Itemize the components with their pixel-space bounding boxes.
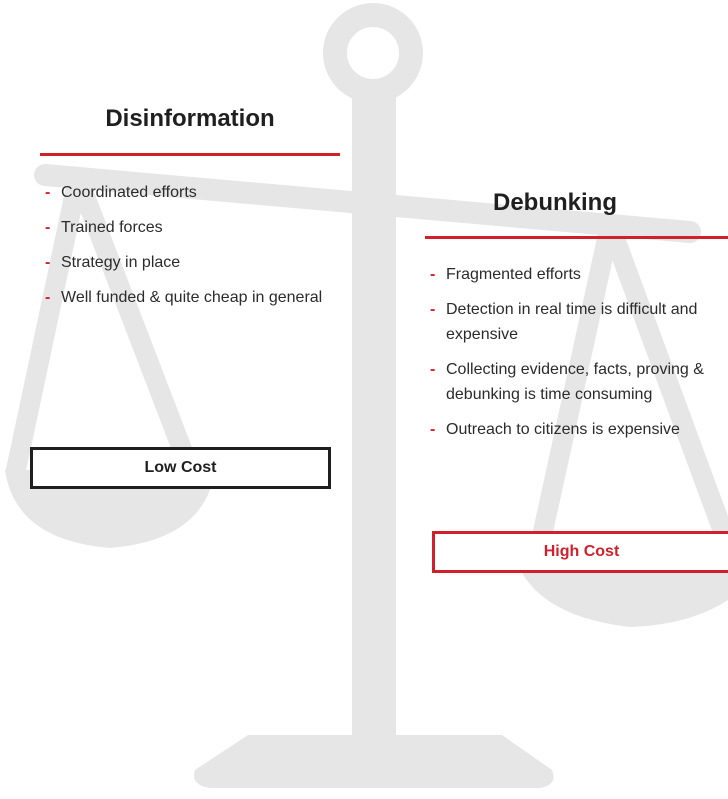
scale-base xyxy=(194,735,554,788)
list-item: -Collecting evidence, facts, proving & d… xyxy=(430,357,728,407)
right-pan-string xyxy=(600,215,728,555)
list-item: -Coordinated efforts xyxy=(45,180,335,205)
scale-post xyxy=(352,88,396,778)
debunking-list: -Fragmented efforts -Detection in real t… xyxy=(430,262,728,452)
list-item: -Well funded & quite cheap in general xyxy=(45,285,335,310)
list-item: -Trained forces xyxy=(45,215,335,240)
dash-marker: - xyxy=(430,421,436,438)
list-item-text: Detection in real time is difficult and … xyxy=(446,301,698,343)
dash-marker: - xyxy=(45,289,51,306)
dash-marker: - xyxy=(45,219,51,236)
right-pan-string xyxy=(530,215,620,555)
list-item: -Outreach to citizens is expensive xyxy=(430,417,728,442)
high-cost-box: High Cost xyxy=(432,531,728,573)
left-pan xyxy=(5,470,215,548)
list-item-text: Trained forces xyxy=(61,219,163,236)
list-item: -Strategy in place xyxy=(45,250,335,275)
scale-ring xyxy=(323,3,423,103)
list-item-text: Fragmented efforts xyxy=(446,266,581,283)
dash-marker: - xyxy=(45,184,51,201)
list-item-text: Well funded & quite cheap in general xyxy=(61,289,323,306)
low-cost-box: Low Cost xyxy=(30,447,331,489)
disinformation-list: -Coordinated efforts -Trained forces -St… xyxy=(45,180,335,320)
disinformation-title: Disinformation xyxy=(105,105,275,132)
left-pan-string xyxy=(6,168,88,480)
list-item-text: Coordinated efforts xyxy=(61,184,197,201)
list-item-text: Collecting evidence, facts, proving & de… xyxy=(446,361,704,403)
debunking-divider xyxy=(425,236,728,239)
dash-marker: - xyxy=(430,301,436,318)
list-item: -Fragmented efforts xyxy=(430,262,728,287)
list-item-text: Outreach to citizens is expensive xyxy=(446,421,680,438)
left-pan-string xyxy=(68,168,200,480)
dash-marker: - xyxy=(430,266,436,283)
disinformation-divider xyxy=(40,153,340,156)
dash-marker: - xyxy=(430,361,436,378)
dash-marker: - xyxy=(45,254,51,271)
list-item-text: Strategy in place xyxy=(61,254,181,271)
list-item: -Detection in real time is difficult and… xyxy=(430,297,728,347)
debunking-title: Debunking xyxy=(493,189,617,216)
